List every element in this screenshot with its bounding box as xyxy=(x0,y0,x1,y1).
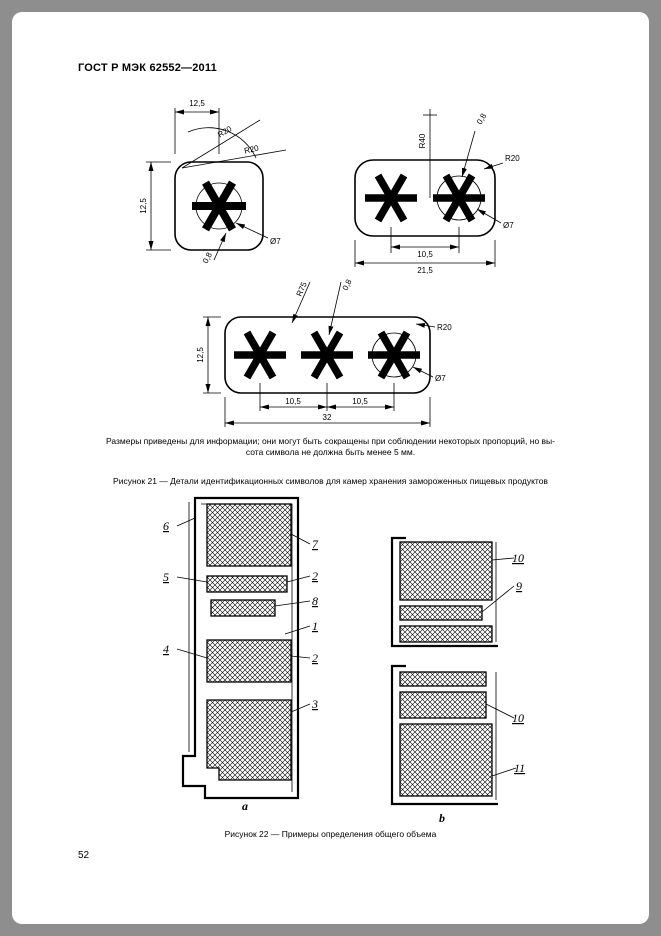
dimension-note-line1: Размеры приведены для информации; они мо… xyxy=(106,436,555,446)
callout-7: 7 xyxy=(312,537,319,551)
snowflake-icon xyxy=(433,173,485,223)
section-b-label: b xyxy=(439,811,445,825)
callout-1: 1 xyxy=(312,619,318,633)
dimension-lines xyxy=(203,281,436,427)
dim-height: 12,5 xyxy=(196,347,205,363)
callout-leaders xyxy=(176,517,311,713)
callout-11: 11 xyxy=(514,761,525,775)
section-a-label: а xyxy=(242,799,248,813)
dimension-note-line2: сота символа не должна быть менее 5 мм. xyxy=(245,447,416,457)
dimension-lines xyxy=(354,109,504,267)
snowflake-icon xyxy=(192,180,246,232)
detail-top-outline xyxy=(390,536,498,648)
dim-width: 32 xyxy=(323,413,332,422)
dim-pitch: 10,5 xyxy=(417,250,433,259)
radius-label: R20 xyxy=(437,323,452,332)
dim-pitch: 10,5 xyxy=(285,397,301,406)
snowflake-icon xyxy=(234,330,286,380)
snowflake-icon xyxy=(368,330,420,380)
snowflake-icon xyxy=(365,173,417,223)
dimension-lines xyxy=(146,108,287,261)
callout-leaders xyxy=(481,557,517,777)
dim-height: 12,5 xyxy=(139,198,148,214)
dim-pitch: 10,5 xyxy=(352,397,368,406)
callout-10: 10 xyxy=(512,711,524,725)
figure21-caption: Рисунок 21 — Детали идентификационных си… xyxy=(113,476,548,486)
page-header: ГОСТ Р МЭК 62552—2011 xyxy=(78,62,217,74)
hatched-volumes xyxy=(206,503,292,781)
figure21-drawing2: R40 0,8 R20 Ø7 10,5 21,5 xyxy=(354,109,520,275)
radius-label: R20 xyxy=(505,154,520,163)
thickness-label: 0,8 xyxy=(201,250,214,265)
diameter-label: Ø7 xyxy=(435,374,446,383)
detail-bottom-outline xyxy=(390,664,498,806)
radius-label: R40 xyxy=(418,133,427,148)
detail-bottom-volumes xyxy=(399,671,493,797)
figure21-drawing1: 12,5 12,5 R20 R20 Ø7 0,8 xyxy=(139,99,287,265)
thickness-label: 0,8 xyxy=(341,277,354,291)
diameter-label: Ø7 xyxy=(270,237,281,246)
callout-6: 6 xyxy=(163,519,169,533)
diameter-label: Ø7 xyxy=(503,221,514,230)
callout-2: 2 xyxy=(312,569,318,583)
callout-5: 5 xyxy=(163,570,169,584)
radius-label: R20 xyxy=(243,143,260,155)
callout-10: 10 xyxy=(512,551,524,565)
callout-2: 2 xyxy=(312,651,318,665)
callout-9: 9 xyxy=(516,579,522,593)
callout-8: 8 xyxy=(312,594,318,608)
figure22-section-a: 6 5 4 7 2 8 1 2 3 а xyxy=(163,496,319,813)
figure21-drawing3: 12,5 R75 0,8 R20 Ø7 10,5 10,5 32 xyxy=(196,277,452,427)
document-page: ГОСТ Р МЭК 62552—2011 xyxy=(12,12,649,924)
thickness-label: 0,8 xyxy=(475,111,489,126)
snowflake-icon xyxy=(301,330,353,380)
detail-top-volumes xyxy=(399,541,493,643)
figure22-section-b: 10 9 10 11 b xyxy=(390,536,525,825)
dim-width: 12,5 xyxy=(189,99,205,108)
callout-3: 3 xyxy=(311,697,318,711)
figure22-caption: Рисунок 22 — Примеры определения общего … xyxy=(224,829,437,839)
callout-4: 4 xyxy=(163,642,169,656)
dim-width: 21,5 xyxy=(417,266,433,275)
page-number: 52 xyxy=(78,850,90,861)
